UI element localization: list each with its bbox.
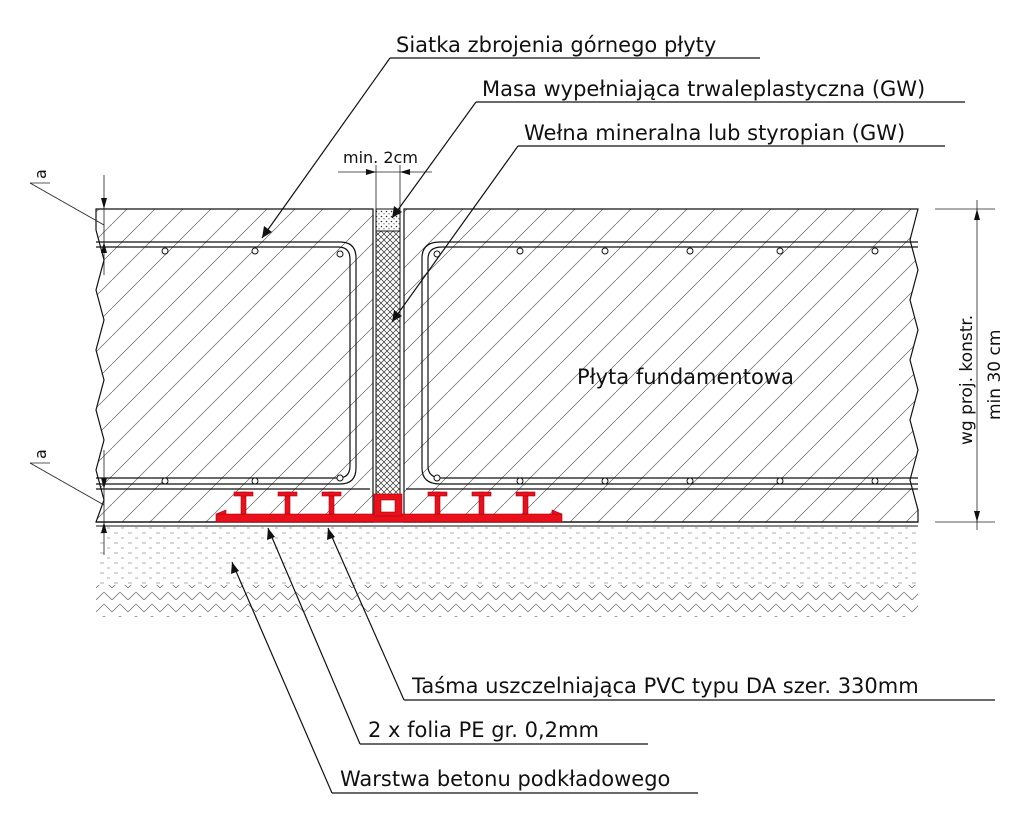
waterstop-label: Taśma uszczelniająca PVC typu DA szer. 3… — [411, 674, 919, 698]
subbase-layer — [96, 527, 918, 585]
right-slab — [403, 208, 919, 523]
soil-layer — [96, 585, 918, 617]
filler-label: Masa wypełniająca trwaleplastyczna (GW) — [482, 77, 925, 101]
leader-subbase — [231, 561, 698, 794]
pvc-waterstop — [215, 491, 563, 523]
insulation-label: Wełna mineralna lub styropian (GW) — [524, 121, 905, 145]
gap-dimension — [338, 165, 432, 209]
cover-dimension-bottom — [29, 450, 107, 555]
subbase-label: Warstwa betonu podkładowego — [340, 767, 670, 791]
leader-foil — [267, 527, 648, 745]
thickness-dimension — [935, 200, 995, 530]
cover-dimension-top — [29, 175, 107, 275]
cover-label-bottom: a — [31, 449, 50, 459]
thickness-label-1: wg proj. konstr. — [957, 315, 977, 445]
gap-label: min. 2cm — [343, 148, 418, 167]
joint-insulation — [375, 230, 401, 496]
foil-label: 2 x folia PE gr. 0,2mm — [368, 718, 599, 742]
leader-waterstop — [327, 527, 995, 701]
left-slab — [95, 208, 374, 523]
pe-foil — [96, 521, 918, 527]
leader-filler — [391, 101, 965, 219]
slab-label: Płyta fundamentowa — [577, 365, 794, 389]
leader-top-mesh — [261, 57, 760, 239]
top-mesh-label: Siatka zbrojenia górnego płyty — [396, 33, 716, 57]
thickness-label-2: min 30 cm — [985, 330, 1005, 420]
leader-insulation — [391, 145, 945, 323]
cover-label-top: a — [31, 169, 50, 179]
rebar-dots — [161, 247, 879, 485]
